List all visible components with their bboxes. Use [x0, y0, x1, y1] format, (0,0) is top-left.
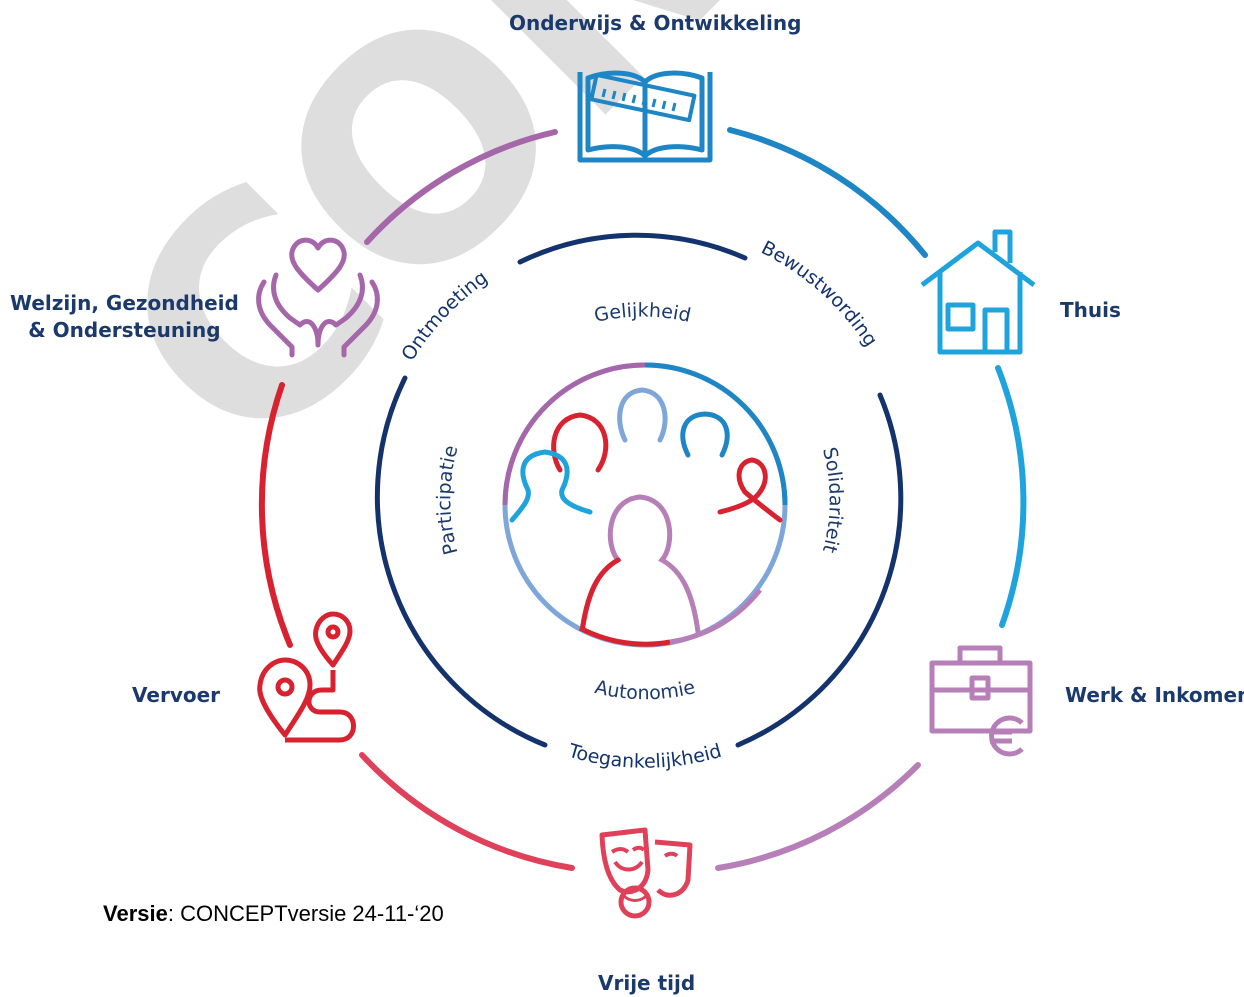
outer-arc-vervoer-welzijn	[258, 382, 293, 648]
outer-ring	[258, 127, 1027, 871]
domain-label-werk: Werk & Inkomen	[1065, 683, 1244, 707]
briefcase-euro-icon	[929, 645, 1033, 757]
version-label: Versie	[103, 901, 168, 926]
people-group-icon	[502, 362, 788, 648]
middle-ring	[374, 232, 904, 748]
route-pins-icon	[257, 611, 356, 743]
value-label-solidariteit: Solidariteit	[818, 445, 847, 555]
outer-arc-thuis-werk	[995, 365, 1027, 628]
version-text: : CONCEPTversie 24-11-‘20	[167, 901, 444, 926]
domain-label-welzijn-line-1: Welzijn, Gezondheid	[10, 291, 239, 315]
outer-arc-werk-vrijetijd	[715, 762, 921, 871]
house-icon	[920, 229, 1036, 355]
middle-arc-bottom-left	[374, 375, 548, 748]
outer-arc-onderwijs-thuis	[727, 127, 928, 258]
ring-label-bewustwording: Bewustwording	[758, 237, 882, 351]
value-label-participatie: Participatie	[433, 443, 462, 557]
ring-label-ontmoeting: Ontmoeting	[397, 266, 491, 364]
domain-label-vervoer: Vervoer	[132, 683, 221, 707]
value-label-autonomie: Autonomie	[593, 676, 697, 704]
theater-masks-icon	[599, 827, 693, 919]
value-label-gelijkheid: Gelijkheid	[592, 300, 692, 327]
ring-label-toegankelijkheid: Toegankelijkheid	[565, 740, 724, 773]
outer-arc-welzijn-onderwijs	[364, 129, 558, 245]
domain-label-welzijn-line-2: & Ondersteuning	[28, 318, 221, 342]
domain-label-onderwijs: Onderwijs & Ontwikkeling	[509, 11, 802, 35]
middle-arc-right	[735, 392, 904, 748]
outer-arc-vrijetijd-vervoer	[359, 752, 575, 871]
book-ruler-icon	[577, 70, 713, 163]
middle-arc-top	[517, 232, 748, 265]
version-line: Versie: CONCEPTversie 24-11-‘20	[103, 901, 444, 927]
domain-label-vrije-tijd: Vrije tijd	[598, 971, 696, 995]
domain-label-thuis: Thuis	[1060, 298, 1121, 322]
domain-label-welzijn: Welzijn, Gezondheid & Ondersteuning	[10, 290, 239, 344]
hands-heart-icon	[256, 237, 380, 358]
